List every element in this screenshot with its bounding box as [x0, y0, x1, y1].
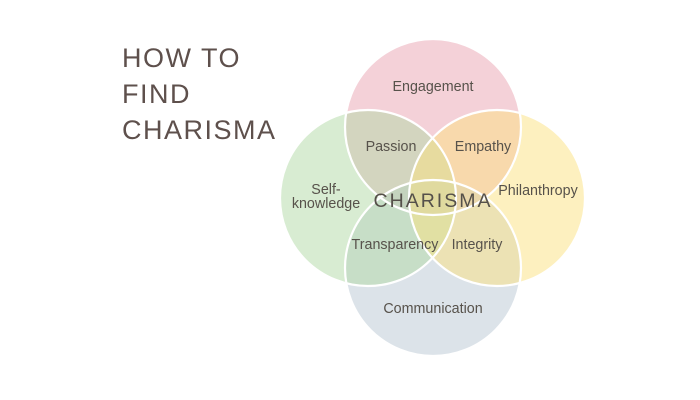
self-knowledge-label-line-1: Self- [311, 182, 341, 198]
engagement-circle-outline [343, 37, 523, 217]
philanthropy-label: Philanthropy [498, 183, 578, 199]
venn-labels: Engagement Passion Empathy Self- knowled… [292, 79, 579, 317]
page-title-line-2: FIND [122, 79, 191, 109]
self-knowledge-label-line-2: knowledge [292, 196, 360, 212]
page-title-line-1: HOW TO [122, 43, 242, 73]
venn-outlines [278, 37, 587, 358]
self-knowledge-circle-outline [278, 108, 458, 288]
engagement-label: Engagement [392, 79, 473, 95]
transparency-label: Transparency [352, 237, 440, 253]
philanthropy-circle-outline [407, 108, 587, 288]
communication-label: Communication [383, 301, 482, 317]
venn-fills [280, 39, 585, 356]
charisma-center-label: CHARISMA [374, 190, 493, 212]
self-knowledge-circle [280, 110, 456, 286]
integrity-label: Integrity [452, 237, 504, 253]
philanthropy-circle [409, 110, 585, 286]
page-title: HOW TO FIND CHARISMA [122, 40, 277, 148]
page-title-line-3: CHARISMA [122, 115, 277, 145]
passion-label: Passion [366, 139, 417, 155]
empathy-label: Empathy [455, 139, 512, 155]
communication-circle-outline [343, 178, 523, 358]
